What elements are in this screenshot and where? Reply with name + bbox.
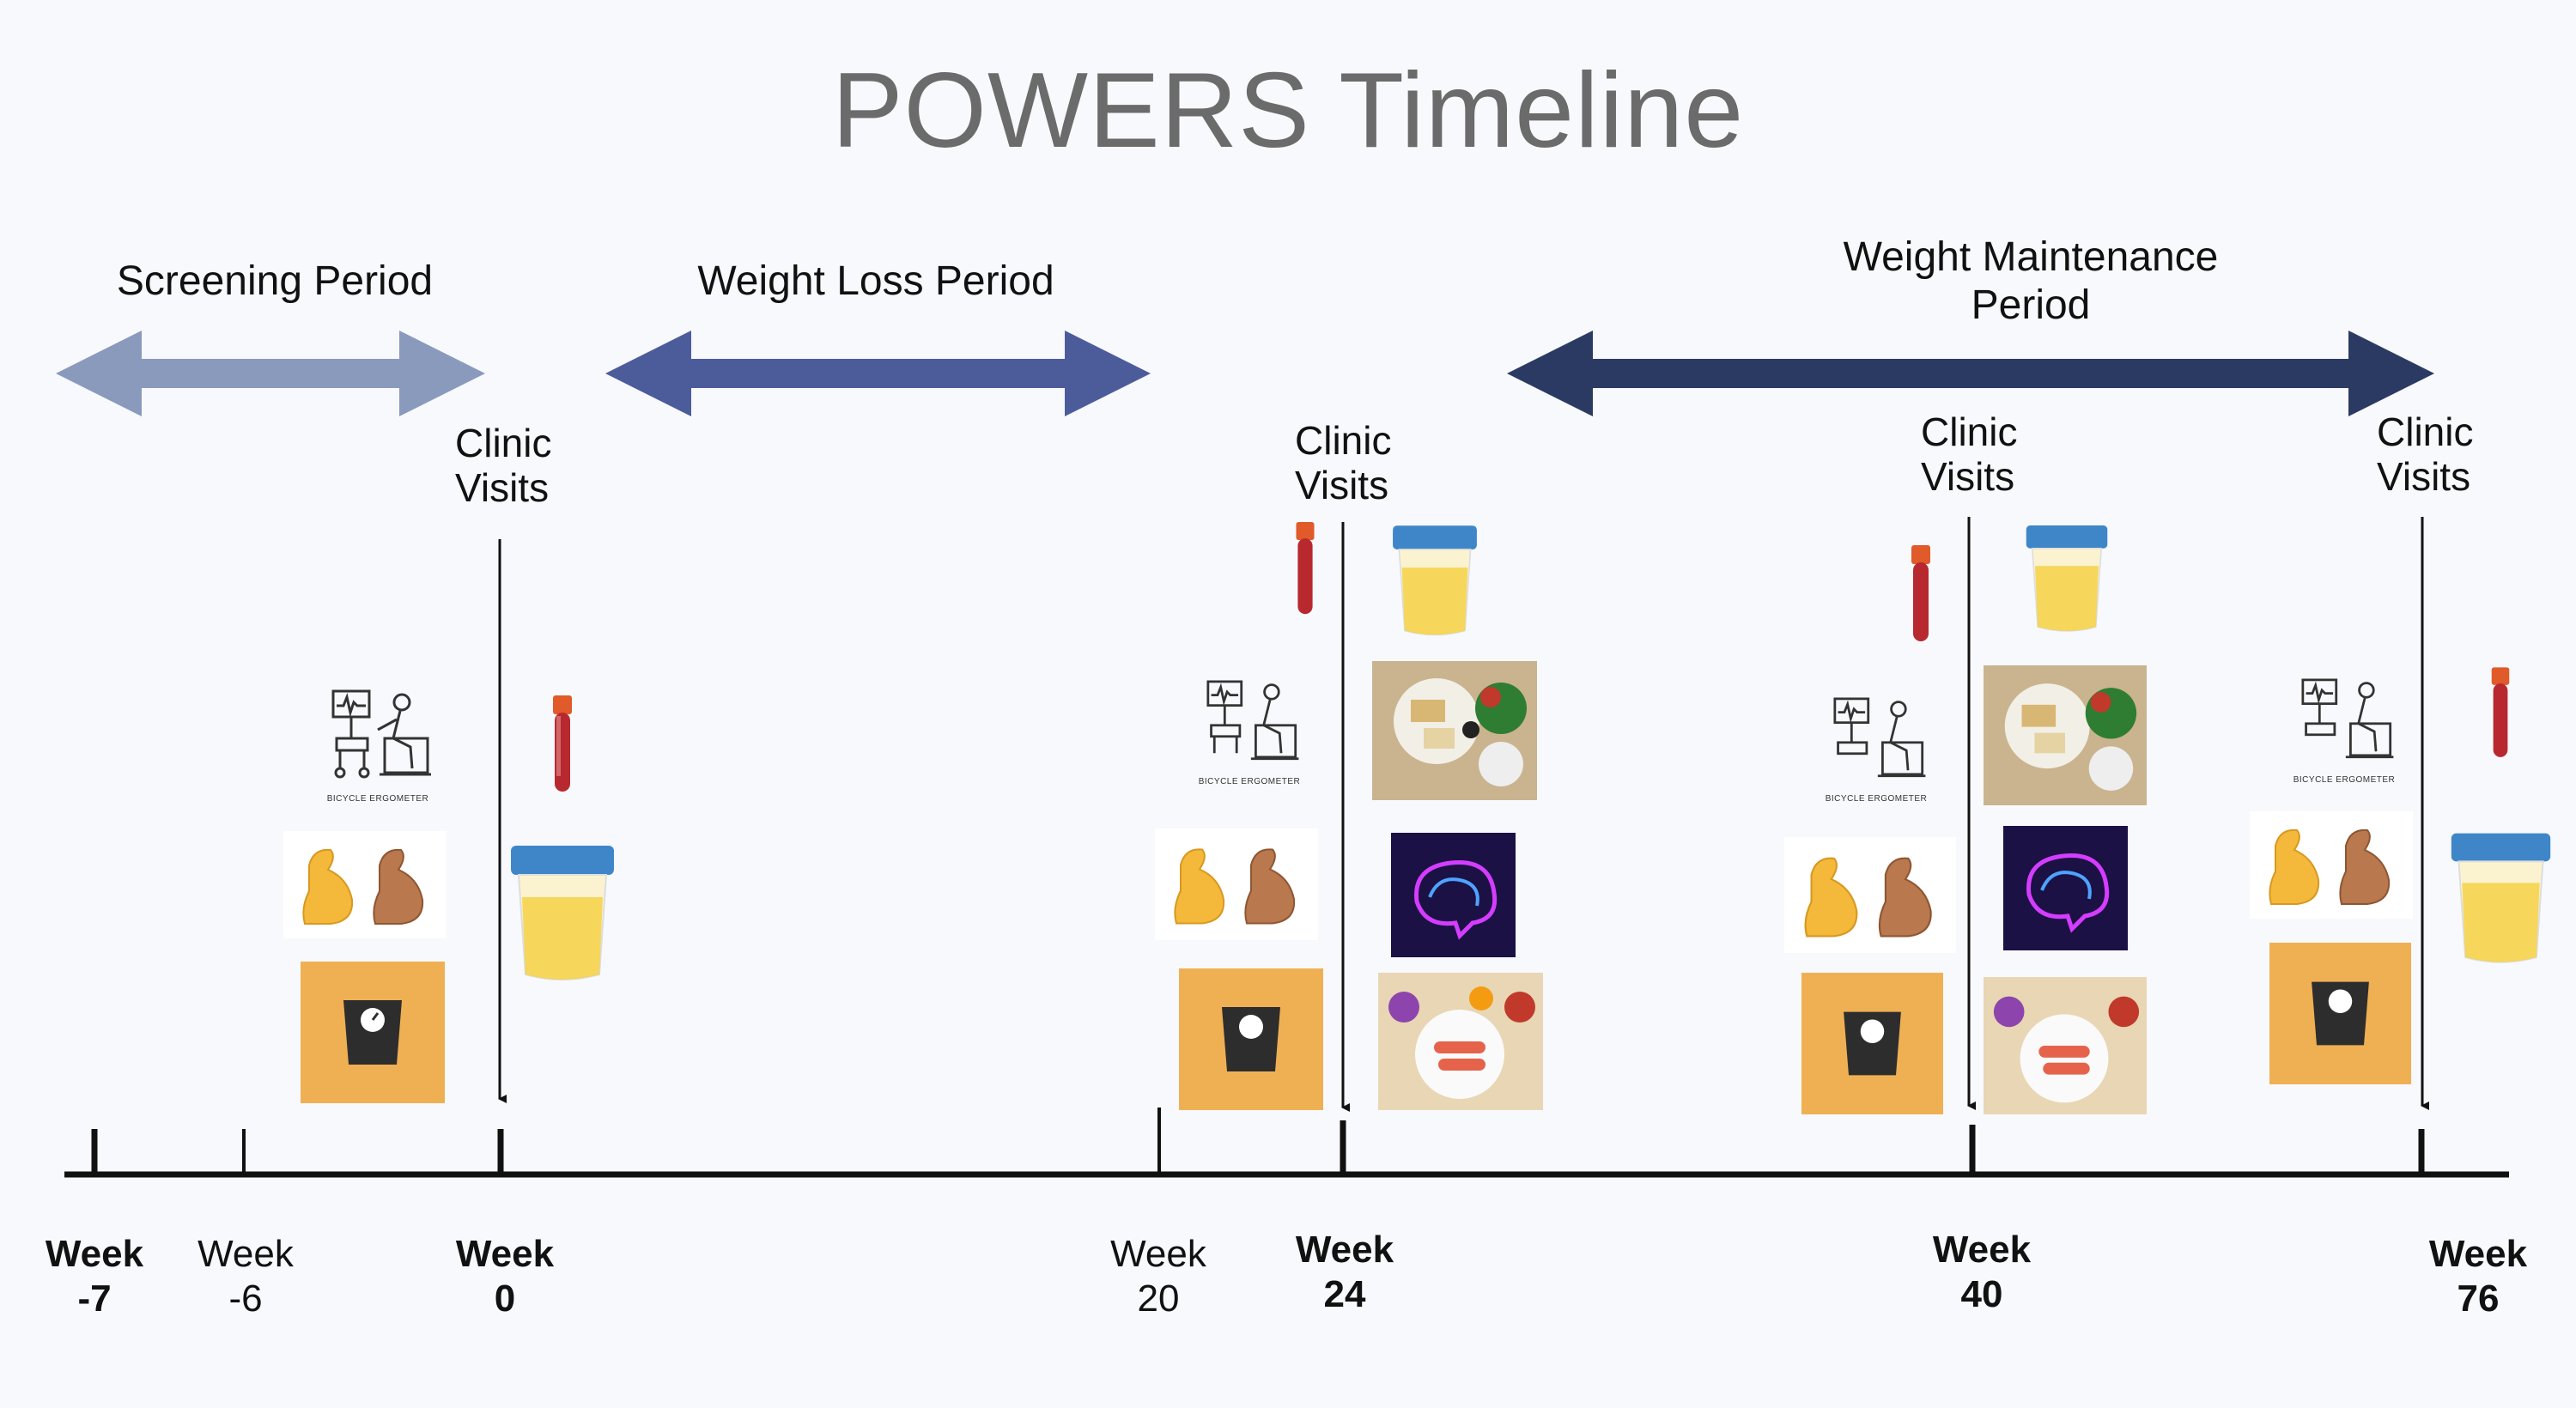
meal-plate-icon	[1372, 661, 1537, 800]
weight-scale-icon	[1801, 973, 1943, 1114]
clinic-label-line2: Visits	[455, 465, 550, 510]
flexed-biceps-icon	[2250, 811, 2413, 919]
bicycle-ergometer-icon: BICYCLE ERGOMETER	[2288, 668, 2400, 785]
bicycle-ergometer-icon: BICYCLE ERGOMETER	[1194, 670, 1305, 786]
weight-loss-period-arrow	[605, 331, 1151, 416]
blood-tube-icon	[1292, 522, 1318, 616]
weight-scale-icon	[1179, 968, 1323, 1110]
blood-tube-icon	[1908, 545, 1934, 644]
blood-tube-icon	[2488, 665, 2512, 762]
timeline-axis	[64, 517, 2509, 1178]
clinic-label-line1: Clinic	[2377, 410, 2474, 454]
clinic-visits-label-week24: Clinic Visits	[1295, 418, 1391, 507]
clinic-label-line1: Clinic	[455, 421, 552, 465]
brain-scan-icon	[2003, 826, 2128, 950]
clinic-label-line2: Visits	[1295, 463, 1389, 507]
flexed-biceps-icon	[1155, 828, 1318, 940]
equipment-label: BICYCLE ERGOMETER	[1198, 777, 1301, 786]
equipment-label: BICYCLE ERGOMETER	[1825, 794, 1928, 804]
screening-period-arrow	[56, 331, 485, 416]
clinic-label-line1: Clinic	[1921, 410, 2018, 454]
clinic-label-line1: Clinic	[1295, 418, 1392, 463]
week-label-minus7: Week-7	[45, 1233, 144, 1320]
weight-maintenance-period-arrow	[1507, 331, 2434, 416]
clinic-label-line2: Visits	[2377, 454, 2471, 499]
urine-cup-icon	[2021, 525, 2112, 637]
urine-cup-icon	[2447, 833, 2555, 970]
urine-cup-icon	[507, 846, 618, 987]
clinic-visits-label-week0: Clinic Visits	[455, 421, 551, 510]
bicycle-ergometer-icon: BICYCLE ERGOMETER	[318, 678, 438, 804]
meal-plate-icon	[1984, 665, 2147, 805]
weight-scale-icon	[301, 962, 445, 1103]
flexed-biceps-icon	[283, 831, 447, 938]
page-title: POWERS Timeline	[831, 52, 1745, 170]
weight-scale-icon	[2269, 943, 2411, 1084]
blood-tube-icon	[550, 695, 575, 794]
flexed-biceps-icon	[1784, 837, 1956, 953]
meal-plate-icon	[1378, 973, 1543, 1110]
clinic-label-line2: Visits	[1921, 454, 2015, 499]
urine-cup-icon	[1389, 525, 1480, 641]
clinic-visits-label-week40: Clinic Visits	[1921, 410, 2017, 499]
brain-scan-icon	[1391, 833, 1516, 957]
meal-plate-icon	[1984, 977, 2147, 1114]
period-label-screening: Screening Period	[116, 258, 434, 304]
equipment-label: BICYCLE ERGOMETER	[326, 794, 429, 804]
week-label-minus6: Week-6	[197, 1233, 294, 1320]
clinic-visits-label-week76: Clinic Visits	[2377, 410, 2473, 499]
period-label-weight-maintenance: Weight Maintenance Period	[1843, 234, 2219, 328]
equipment-label: BICYCLE ERGOMETER	[2293, 775, 2396, 785]
bicycle-ergometer-icon: BICYCLE ERGOMETER	[1820, 687, 1932, 804]
period-label-weight-loss: Weight Loss Period	[697, 258, 1054, 304]
